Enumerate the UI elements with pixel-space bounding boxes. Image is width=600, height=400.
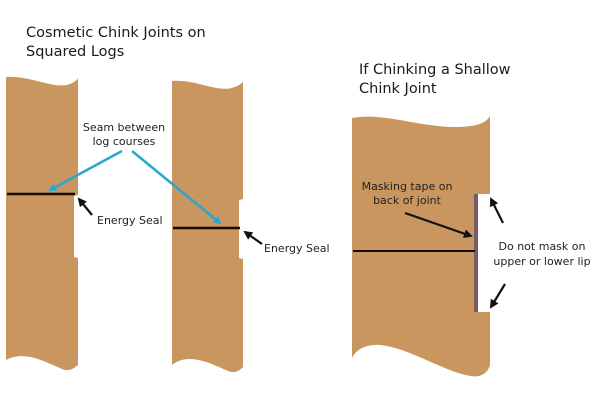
seal-arrow-2	[243, 230, 263, 245]
right-title-line2: Chink Joint	[359, 81, 437, 97]
tape-arrow	[404, 211, 473, 238]
seam-label-line1: Seam between	[83, 121, 165, 134]
seal-label-2: Energy Seal	[264, 242, 330, 255]
seal-arrow-1	[77, 197, 93, 216]
lip-label-line2: upper or lower lip	[493, 255, 590, 268]
log-2	[172, 80, 243, 373]
log-1	[6, 76, 78, 371]
seam-arrow-right	[131, 150, 222, 225]
seam-arrow-left	[48, 149, 123, 192]
lower-lip-arrow	[489, 283, 506, 309]
lip-label-line1: Do not mask on	[499, 240, 586, 253]
log-3	[352, 116, 490, 377]
masking-tape	[474, 194, 478, 312]
seam-label-line2: log courses	[93, 135, 156, 148]
seal-label-1: Energy Seal	[97, 214, 163, 227]
upper-lip-arrow	[490, 197, 504, 224]
left-title-line2: Squared Logs	[26, 44, 124, 60]
tape-label-line2: back of joint	[373, 194, 442, 207]
left-title-line1: Cosmetic Chink Joints on	[26, 25, 206, 41]
right-title-line1: If Chinking a Shallow	[359, 62, 511, 78]
tape-label-line1: Masking tape on	[362, 180, 453, 193]
